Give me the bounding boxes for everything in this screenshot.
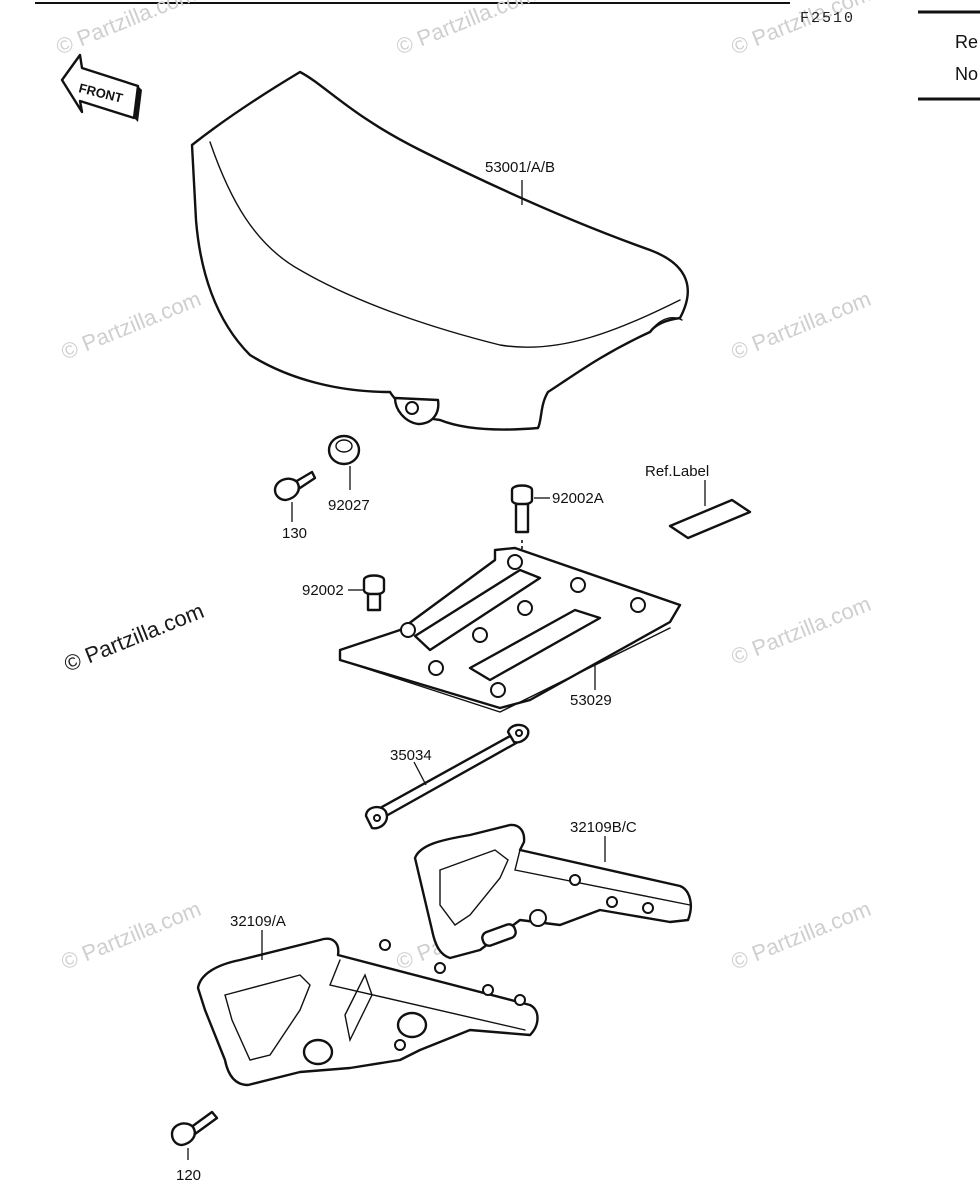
watermark: © Partzilla.com bbox=[58, 896, 205, 975]
seat-mount-hole bbox=[405, 401, 419, 415]
rod-part bbox=[364, 723, 530, 830]
watermark: © Partzilla.com bbox=[728, 896, 875, 975]
watermark: © Partzilla.com bbox=[58, 286, 205, 365]
plate-hole bbox=[630, 597, 646, 613]
callout-bracket-bc: 32109B/C bbox=[570, 819, 637, 836]
side-panel: Re No bbox=[918, 10, 980, 101]
plate-hole bbox=[400, 622, 416, 638]
diagram-code: F2510 bbox=[800, 10, 855, 27]
watermark: © Partzilla.com bbox=[393, 0, 540, 60]
callout-bolt-130: 130 bbox=[282, 525, 307, 542]
callout-bolt-92002: 92002 bbox=[302, 582, 344, 599]
bolt-130-part bbox=[273, 470, 317, 502]
plate-hole bbox=[472, 627, 488, 643]
watermark-layer: © Partzilla.com © Partzilla.com © Partzi… bbox=[53, 0, 875, 975]
callout-bracket-a: 32109/A bbox=[230, 913, 286, 930]
watermark: © Partzilla.com bbox=[728, 286, 875, 365]
bracket-bc-part bbox=[413, 823, 692, 960]
seat-plate-part bbox=[338, 546, 682, 713]
callout-plate: 53029 bbox=[570, 692, 612, 709]
front-arrow-icon: FRONT bbox=[60, 53, 142, 122]
seat-part bbox=[190, 70, 689, 431]
plate-hole bbox=[517, 600, 533, 616]
watermark: © Partzilla.com bbox=[728, 591, 875, 670]
leader-rod bbox=[413, 761, 427, 786]
callout-ref-label: Ref.Label bbox=[645, 463, 709, 480]
plate-hole bbox=[490, 682, 506, 698]
callout-collar: 92027 bbox=[328, 497, 370, 514]
side-panel-line1: Re bbox=[955, 32, 978, 52]
watermark: © Partzilla.com bbox=[728, 0, 875, 60]
watermark-main: © Partzilla.com bbox=[61, 598, 208, 677]
side-panel-line2: No bbox=[955, 64, 978, 84]
bolt-92002-part bbox=[362, 574, 386, 612]
ref-label-sticker bbox=[668, 498, 752, 540]
bracket-a-part bbox=[196, 937, 539, 1087]
plate-hole bbox=[428, 660, 444, 676]
plate-hole bbox=[507, 554, 523, 570]
plate-hole bbox=[570, 577, 586, 593]
callout-bolt-120: 120 bbox=[176, 1167, 201, 1184]
callout-rod: 35034 bbox=[390, 747, 432, 764]
bolt-120-part bbox=[170, 1110, 219, 1147]
callout-seat: 53001/A/B bbox=[485, 159, 555, 176]
watermark: © Partzilla.com bbox=[53, 0, 200, 60]
callout-bolt-92002a: 92002A bbox=[552, 490, 604, 507]
collar-part bbox=[327, 434, 361, 466]
bolt-92002a-part bbox=[510, 484, 534, 608]
